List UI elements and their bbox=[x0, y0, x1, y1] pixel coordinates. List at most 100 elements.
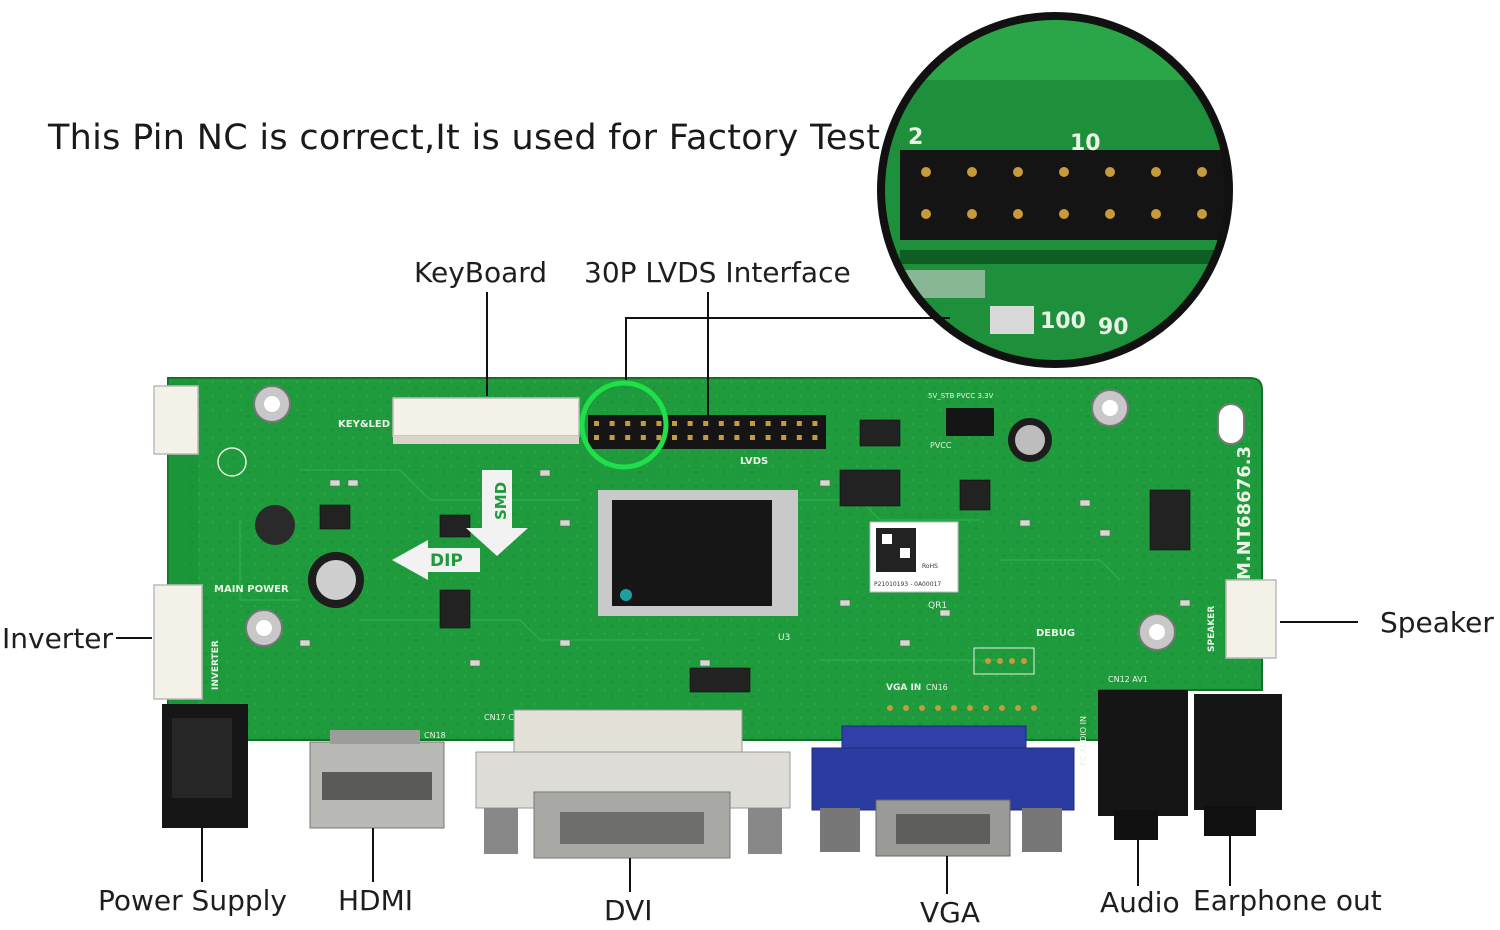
lvds-pin bbox=[672, 421, 677, 426]
zoom-pin bbox=[921, 167, 931, 177]
silk-inverter: INVERTER bbox=[211, 640, 221, 690]
lvds-pin bbox=[609, 421, 615, 426]
mounting-holes bbox=[245, 385, 1245, 651]
lvds-pin bbox=[656, 421, 662, 426]
silk-debug: DEBUG bbox=[1036, 628, 1075, 639]
silk-dip: DIP bbox=[430, 551, 463, 571]
callout-lines bbox=[116, 292, 1358, 894]
zoom-pin bbox=[1197, 167, 1207, 177]
lvds-pin bbox=[796, 421, 802, 426]
silk-pvcc: PVCC bbox=[930, 441, 952, 450]
audio-jack bbox=[1098, 690, 1188, 840]
callout-vga: VGA bbox=[920, 896, 981, 929]
silk-speaker: SPEAKER bbox=[1207, 606, 1217, 652]
lvds-pin bbox=[812, 435, 818, 440]
zoom-pin bbox=[1059, 209, 1069, 219]
lvds-pin bbox=[640, 421, 646, 426]
pvcc-jumper bbox=[946, 408, 994, 436]
lvds-pin bbox=[734, 435, 740, 440]
lvds-pin bbox=[609, 435, 615, 440]
silk-cn18: CN18 bbox=[424, 731, 446, 740]
callout-power-supply: Power Supply bbox=[98, 884, 287, 917]
callout-dvi: DVI bbox=[604, 894, 653, 927]
zoom-pin bbox=[1013, 167, 1023, 177]
zoom-pin bbox=[1105, 209, 1115, 219]
silk-key-led: KEY&LED bbox=[338, 419, 390, 430]
lvds-pin bbox=[656, 435, 662, 440]
factory-test-note: This Pin NC is correct,It is used for Fa… bbox=[48, 118, 892, 158]
zoom-pin bbox=[921, 209, 931, 219]
zoom-pin bbox=[1151, 167, 1161, 177]
vga-port bbox=[811, 725, 1075, 857]
dvi-port bbox=[475, 709, 791, 859]
callout-speaker: Speaker bbox=[1380, 606, 1494, 639]
silk-u3: U3 bbox=[778, 633, 790, 643]
earphone-jack bbox=[1194, 694, 1282, 836]
lvds-pin bbox=[594, 421, 599, 426]
silk-sv-stb: 5V_STB PVCC 3.3V bbox=[928, 392, 994, 400]
lvds-pin bbox=[812, 421, 818, 426]
zoom-pin bbox=[1105, 167, 1115, 177]
zoom-pin bbox=[967, 209, 977, 219]
zoom-pin bbox=[1059, 167, 1069, 177]
board-model: M.NT68676.3 bbox=[1234, 446, 1255, 580]
capacitors bbox=[217, 418, 1052, 608]
silk-main-power: MAIN POWER bbox=[214, 584, 289, 595]
qr-rohs: RoHS bbox=[922, 563, 938, 570]
lvds-header bbox=[588, 415, 826, 449]
callout-inverter: Inverter bbox=[2, 622, 114, 655]
zoom-pin-100: 100 bbox=[1040, 309, 1086, 334]
speaker-connector bbox=[1225, 579, 1277, 659]
callout-hdmi: HDMI bbox=[338, 884, 414, 917]
lvds-pin bbox=[750, 421, 755, 426]
hdmi-port bbox=[309, 730, 445, 829]
lvds-pin bbox=[718, 435, 724, 440]
lvds-pin bbox=[594, 435, 599, 440]
silk-cn17-cn15: CN17 CN15 bbox=[484, 713, 530, 722]
lvds-pin bbox=[750, 435, 755, 440]
dip-smd-arrows bbox=[392, 470, 528, 580]
lvds-pin bbox=[781, 435, 787, 440]
zoom-pin bbox=[1151, 209, 1161, 219]
lvds-pin bbox=[796, 435, 802, 440]
silk-qr1: QR1 bbox=[928, 601, 947, 611]
callout-audio: Audio bbox=[1100, 886, 1180, 919]
qr-serial: P21010193 - 0A00017 bbox=[874, 581, 941, 588]
ir-connector bbox=[153, 385, 199, 455]
zoom-inset: 2 10 100 90 bbox=[877, 12, 1233, 368]
lvds-pin bbox=[765, 435, 771, 440]
silk-cn16: CN16 bbox=[926, 683, 948, 692]
callout-lvds: 30P LVDS Interface bbox=[584, 256, 851, 289]
power-jack bbox=[162, 704, 248, 828]
lvds-pin bbox=[625, 435, 631, 440]
highlight-circle bbox=[579, 380, 669, 470]
main-ic bbox=[598, 490, 798, 616]
zoom-pin bbox=[967, 167, 977, 177]
qr-label bbox=[869, 521, 959, 593]
inverter-connector bbox=[153, 584, 203, 700]
lvds-pin bbox=[687, 435, 693, 440]
lvds-pin bbox=[640, 435, 646, 440]
callout-keyboard: KeyBoard bbox=[414, 256, 548, 289]
silk-lvds: LVDS bbox=[740, 456, 768, 467]
zoom-pin bbox=[1013, 209, 1023, 219]
silk-cn12-av1: CN12 AV1 bbox=[1108, 675, 1148, 684]
callout-earphone: Earphone out bbox=[1193, 884, 1382, 917]
lvds-pin bbox=[734, 421, 740, 426]
lvds-pin bbox=[703, 435, 709, 440]
lvds-pin bbox=[672, 435, 677, 440]
lvds-pin bbox=[625, 421, 631, 426]
lvds-pin bbox=[718, 421, 724, 426]
debug-header bbox=[973, 647, 1035, 675]
zoom-pin-90: 90 bbox=[1098, 315, 1129, 340]
zoom-pin-10: 10 bbox=[1070, 131, 1101, 156]
silk-smd: SMD bbox=[492, 482, 510, 520]
pcb-board: U3 LVDS KEY&LED MAIN POWER INVERTER SPEA… bbox=[153, 377, 1282, 859]
silk-vga-in: VGA IN bbox=[886, 683, 921, 693]
lvds-pin bbox=[687, 421, 693, 426]
zoom-pin bbox=[1197, 209, 1207, 219]
silk-pc-audio-in: PC AUDIO IN bbox=[1079, 716, 1088, 766]
lvds-pin bbox=[781, 421, 787, 426]
lvds-pin bbox=[703, 421, 709, 426]
